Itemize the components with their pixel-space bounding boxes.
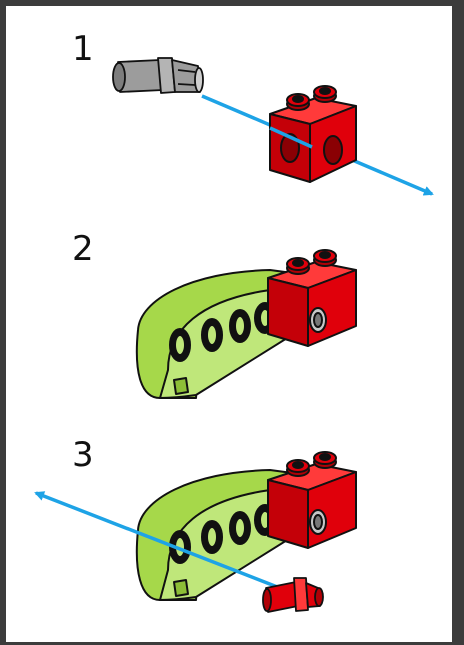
step-3-number: 3 — [72, 435, 94, 475]
red-brick-icon — [267, 249, 357, 347]
direction-arrow-icon — [34, 491, 281, 590]
step-1-number: 1 — [72, 29, 94, 69]
gray-pin-icon — [112, 57, 204, 94]
lime-beam-icon — [135, 269, 301, 399]
red-pin-icon — [262, 577, 324, 613]
lime-beam-icon — [135, 469, 301, 601]
step-2-number: 2 — [72, 229, 94, 269]
red-brick-icon — [267, 451, 357, 549]
